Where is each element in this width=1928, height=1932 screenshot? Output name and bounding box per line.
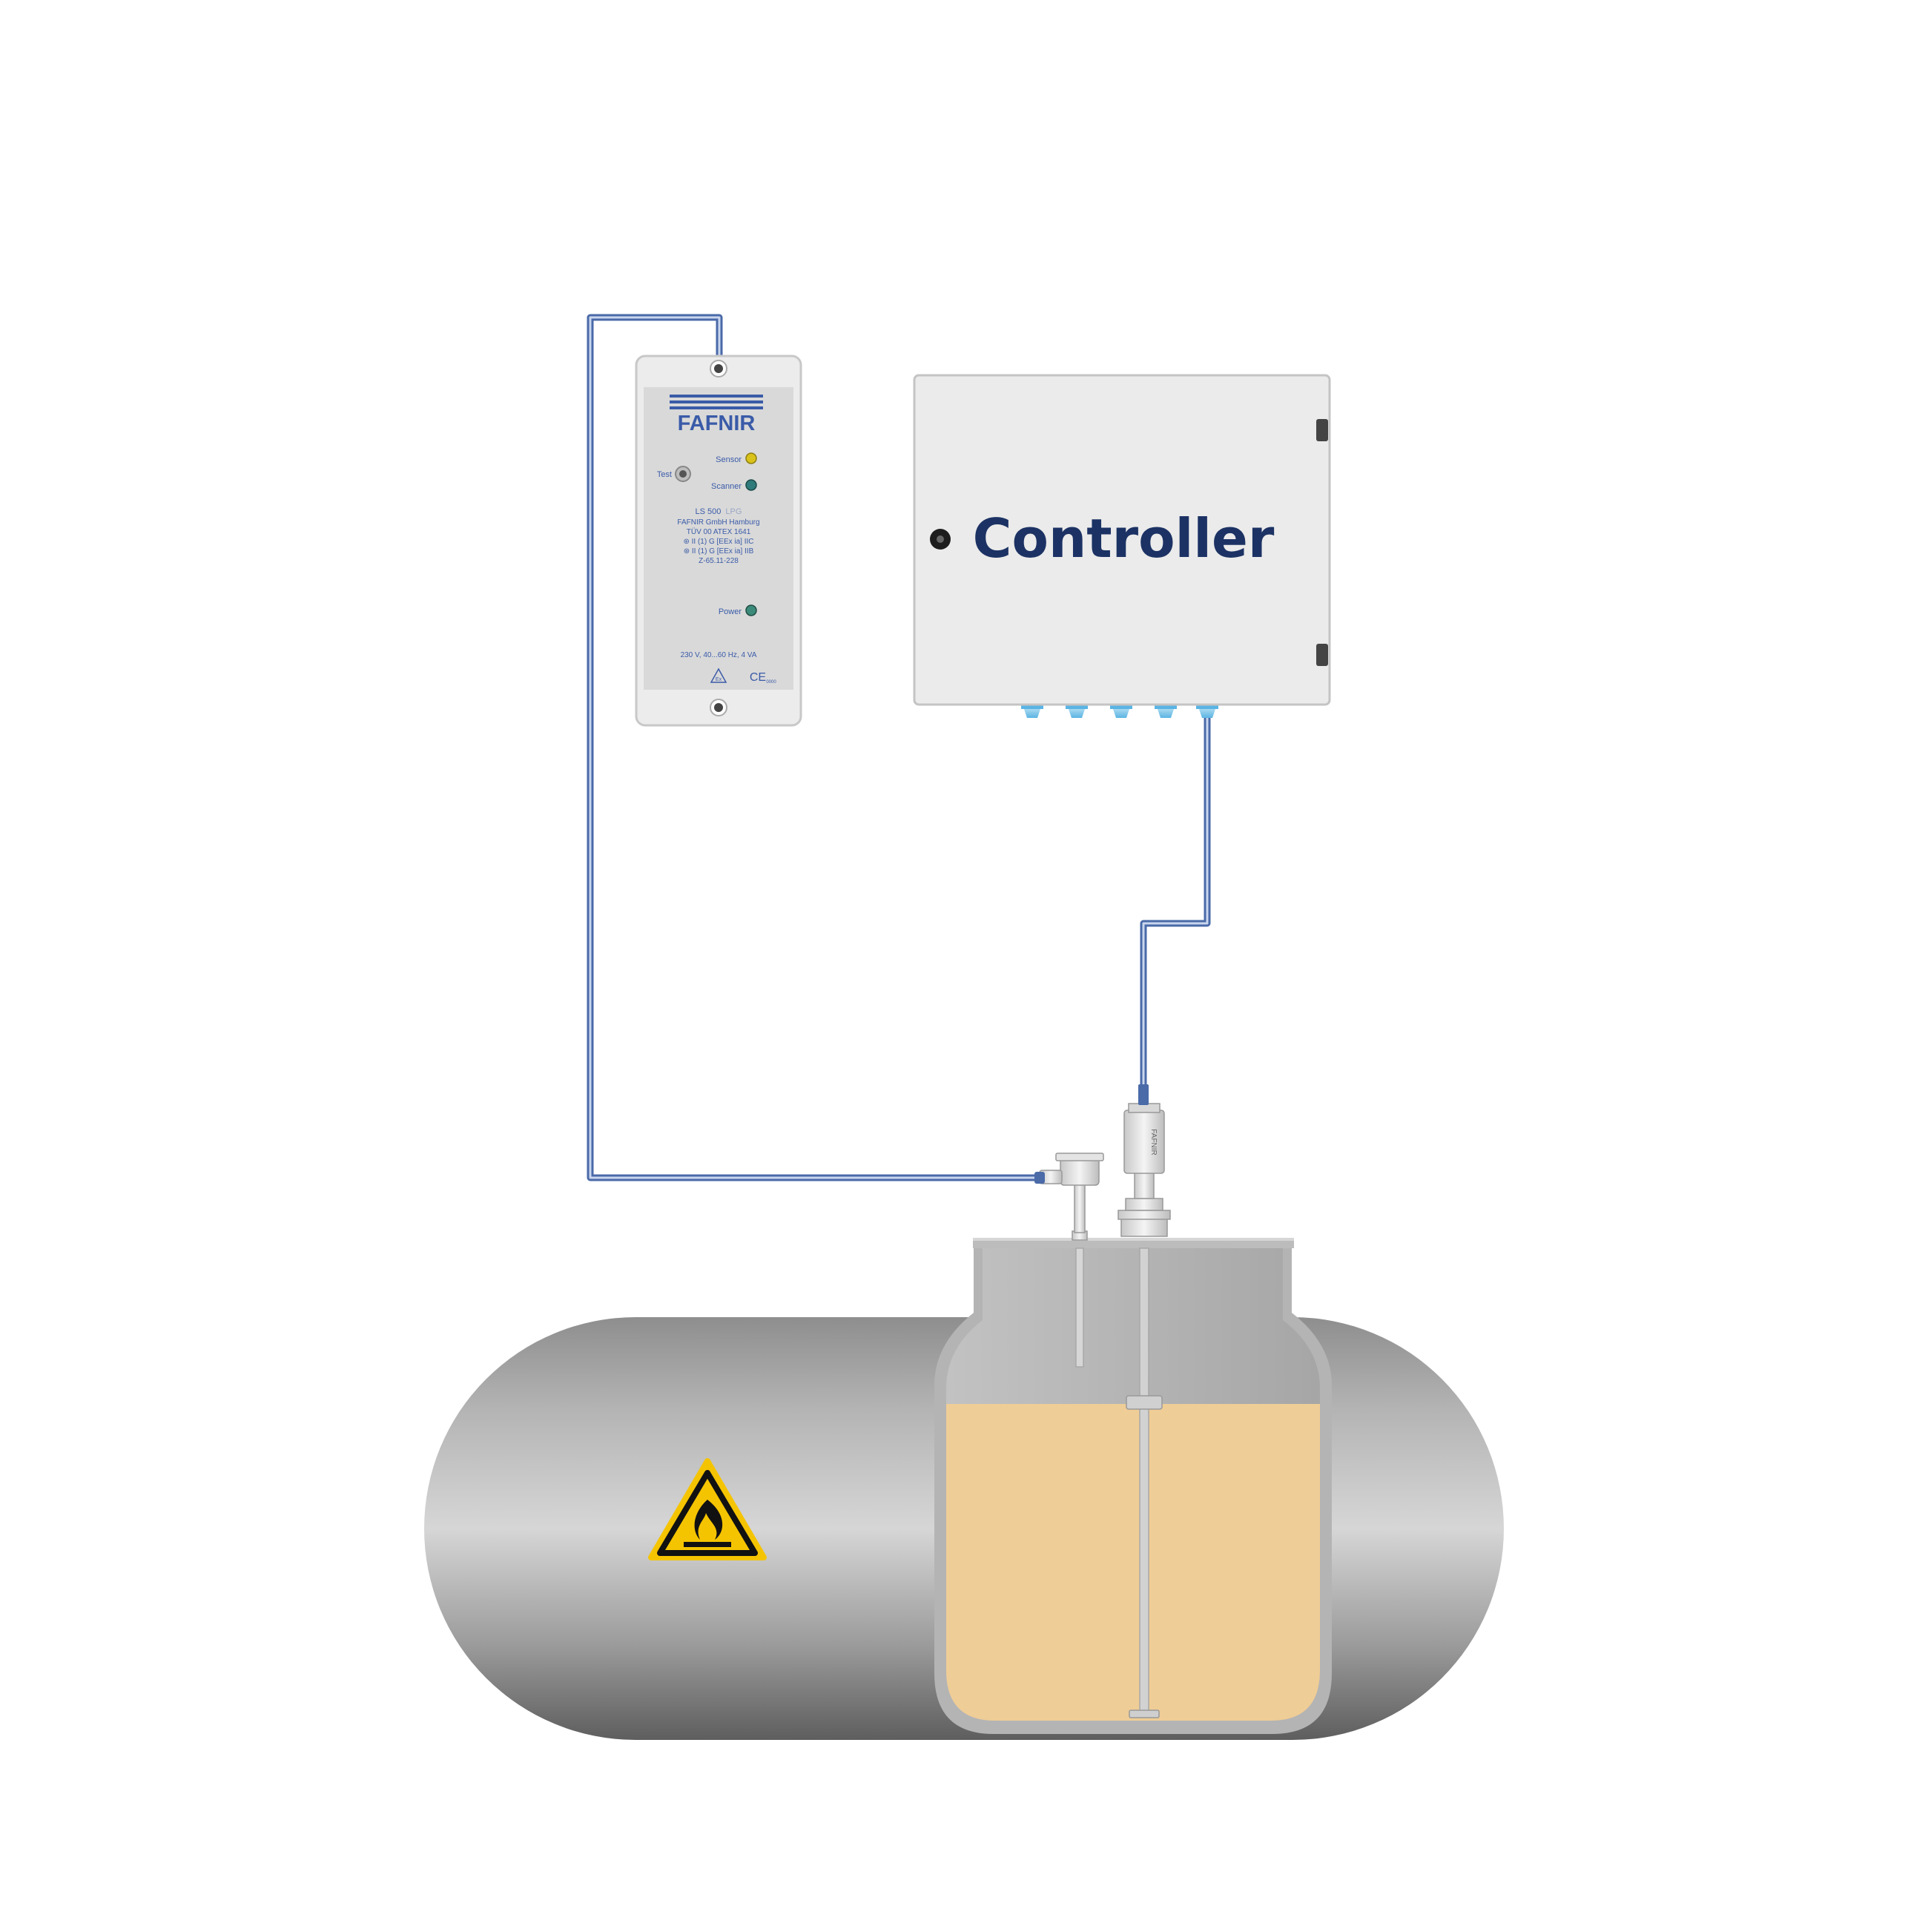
- power-indicator: [745, 604, 757, 616]
- cable-gland-3: [1110, 703, 1132, 718]
- info-line-3: ⊛ II (1) G [EEx ia] IIC: [683, 538, 753, 546]
- probe-gland-nut: [1120, 1218, 1168, 1237]
- ex-mark-text: Ex: [716, 677, 722, 682]
- probe-head-label: FAFNIR: [1149, 1129, 1158, 1155]
- scanner-indicator: [745, 479, 757, 491]
- probe-foot: [1129, 1710, 1160, 1718]
- model-variant: LPG: [725, 507, 742, 516]
- lock-icon[interactable]: [930, 529, 951, 550]
- model-name: LS 500: [696, 507, 722, 516]
- ce-number: 0000: [766, 680, 776, 685]
- cable-gland-1: [1021, 703, 1043, 718]
- power-label: Power: [719, 607, 742, 616]
- probe-connector: [1138, 1084, 1149, 1105]
- sensor-rod: [1075, 1247, 1084, 1368]
- sensor-indicator: [745, 452, 757, 464]
- cable-gland-5: [1196, 703, 1218, 718]
- info-line-1: FAFNIR GmbH Hamburg: [677, 518, 759, 527]
- liquid-fill: [946, 1404, 1320, 1721]
- hinge-bottom: [1316, 644, 1328, 666]
- sensor-label: Sensor: [716, 455, 742, 464]
- level-probe: FAFNIR: [1117, 1084, 1171, 1718]
- sensor-connector: [1034, 1172, 1045, 1184]
- hinge-top: [1316, 419, 1328, 441]
- mount-screw-top: [710, 360, 727, 378]
- cable-ls500-to-sensor: [587, 314, 1038, 1181]
- brand-name: FAFNIR: [678, 412, 756, 435]
- overfill-sensor: [1034, 1153, 1104, 1368]
- info-line-2: TÜV 00 ATEX 1641: [687, 527, 751, 536]
- controller-box: Controller: [913, 374, 1331, 718]
- cable-controller-to-probe: [1140, 712, 1211, 1087]
- ce-mark: CE: [750, 671, 766, 684]
- mount-screw-bottom: [710, 699, 727, 716]
- test-button[interactable]: [675, 466, 691, 482]
- scanner-label: Scanner: [711, 482, 742, 491]
- cable-gland-2: [1066, 703, 1088, 718]
- test-label: Test: [657, 470, 672, 479]
- info-line-5: Z-65.11-228: [699, 557, 739, 565]
- ex-mark-icon: Ex: [710, 667, 727, 683]
- fafnir-logo: FAFNIR: [670, 395, 763, 435]
- controller-title: Controller: [973, 507, 1275, 570]
- rating-text: 230 V, 40...60 Hz, 4 VA: [681, 651, 757, 659]
- lpg-tank: [424, 1238, 1504, 1740]
- probe-rod: [1139, 1247, 1149, 1716]
- probe-float: [1126, 1395, 1163, 1410]
- cable-gland-4: [1155, 703, 1177, 718]
- flammable-warning-icon: [648, 1458, 767, 1560]
- info-line-4: ⊛ II (1) G [EEx ia] IIB: [684, 547, 754, 555]
